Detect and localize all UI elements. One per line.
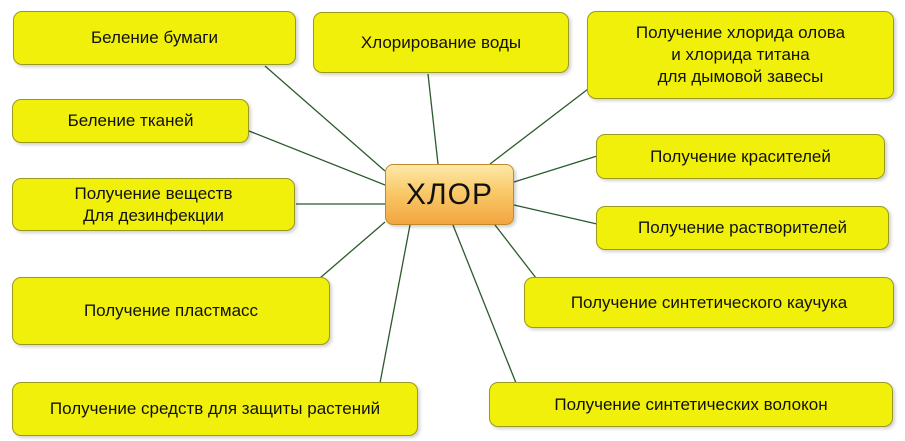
connector-fibers xyxy=(452,224,517,384)
node-label: Получение красителей xyxy=(650,146,831,166)
node-water-chlorination: Хлорирование воды xyxy=(313,12,569,73)
node-label-line-1: Получение хлорида олова xyxy=(635,23,846,42)
node-label: Получение синтетических волокон xyxy=(554,394,828,414)
connector-solvents xyxy=(513,204,598,225)
node-disinfectants: Получение веществ Для дезинфекции xyxy=(12,178,295,231)
node-solvents: Получение растворителей xyxy=(596,206,889,250)
node-label: Беление тканей xyxy=(67,111,194,130)
node-label: Получение пластмасс xyxy=(83,301,259,320)
connector-smoke xyxy=(489,85,593,165)
node-label-line-2: и хлорида титана xyxy=(671,45,810,64)
node-label-line-3: для дымовой завесы xyxy=(657,67,824,86)
center-node-chlorine: ХЛОР xyxy=(385,164,514,225)
connector-water xyxy=(427,73,439,165)
center-label: ХЛОР xyxy=(405,177,494,211)
node-label: Получение средств для защиты растений xyxy=(49,399,381,418)
node-label: Получение синтетического каучука xyxy=(570,292,848,312)
node-label: Беление бумаги xyxy=(91,28,218,47)
connector-fabric xyxy=(248,130,386,186)
node-synthetic-rubber: Получение синтетического каучука xyxy=(524,277,894,328)
node-smoke-screen: Получение хлорида олова и хлорида титана… xyxy=(587,11,894,99)
node-label-line-1: Получение веществ xyxy=(74,183,233,203)
node-plastics: Получение пластмасс xyxy=(12,277,330,345)
connector-dyes xyxy=(513,155,598,183)
node-fabric-bleaching: Беление тканей xyxy=(12,99,249,143)
node-plant-protection: Получение средств для защиты растений xyxy=(12,382,418,436)
node-paper-bleaching: Беление бумаги xyxy=(13,11,296,65)
node-label-line-2: Для дезинфекции xyxy=(83,205,224,225)
node-label: Хлорирование воды xyxy=(360,32,522,52)
node-dyes: Получение красителей xyxy=(596,134,885,179)
connector-paper xyxy=(264,65,386,172)
node-synthetic-fibers: Получение синтетических волокон xyxy=(489,382,893,427)
connector-plants xyxy=(379,224,411,384)
connector-rubber xyxy=(494,224,537,279)
node-label: Получение растворителей xyxy=(638,218,847,237)
connector-plastics xyxy=(319,221,386,279)
